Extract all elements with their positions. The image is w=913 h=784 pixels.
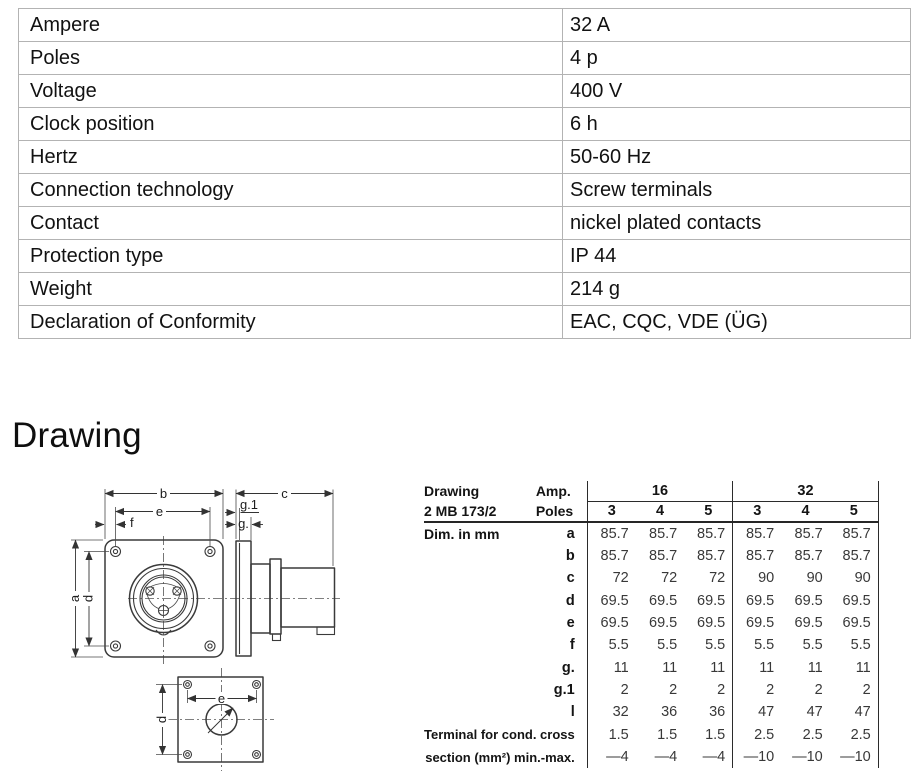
drawing-heading: Drawing: [12, 416, 142, 455]
terminal-label-line1: Terminal for cond. cross: [424, 727, 575, 743]
dims-pole-header: 3: [586, 501, 636, 523]
spec-value: EAC, CQC, VDE (ÜG): [562, 305, 911, 339]
spec-label: Ampere: [18, 8, 563, 42]
dims-poles-label: Poles: [535, 501, 588, 523]
dims-row-terminal-2: section (mm²) min.-max. —4 —4 —4 —10 —10…: [424, 745, 879, 769]
dims-row-a: Dim. in mm a 85.7 85.7 85.7 85.7 85.7 85…: [424, 522, 879, 546]
spec-value: 400 V: [562, 74, 911, 108]
spec-label: Protection type: [18, 239, 563, 273]
dim-label-g: g.: [238, 516, 249, 531]
dim-label-a: a: [67, 594, 82, 602]
dims-row-f: f 5.5 5.5 5.5 5.5 5.5 5.5: [424, 634, 879, 657]
dims-corner-line1: Drawing: [424, 483, 480, 500]
spec-label: Voltage: [18, 74, 563, 108]
front-view: [104, 539, 224, 658]
dim-label-e2: e: [218, 691, 225, 706]
dims-header-row-2: 2 MB 173/2 Poles 3 4 5 3 4 5: [424, 501, 879, 523]
dims-amp-label: Amp.: [535, 483, 571, 500]
dims-pole-header: 3: [732, 501, 782, 523]
bottom-view: [177, 676, 264, 763]
spec-value: 214 g: [562, 272, 911, 306]
spec-label: Weight: [18, 272, 563, 306]
side-view: [235, 540, 336, 657]
dims-row-g1: g.1 2 2 2 2 2 2: [424, 679, 879, 702]
dims-group-32: 32: [732, 481, 879, 502]
spec-value: 50-60 Hz: [562, 140, 911, 174]
spec-value: 4 p: [562, 41, 911, 75]
dim-label-f: f: [130, 515, 134, 530]
technical-drawing: b e f a d c g.1 g: [67, 486, 340, 771]
dims-pole-header: 5: [829, 501, 879, 523]
terminal-label-line2: section (mm²) min.-max.: [425, 749, 575, 765]
dims-header-row-1: Drawing Amp. 16 32: [424, 481, 879, 502]
dim-label-d2: d: [154, 716, 169, 723]
spec-value: IP 44: [562, 239, 911, 273]
dims-row-e: e 69.5 69.5 69.5 69.5 69.5 69.5: [424, 612, 879, 635]
spec-label: Poles: [18, 41, 563, 75]
spec-value: 32 A: [562, 8, 911, 42]
dims-pole-header: 4: [635, 501, 685, 523]
dimension-lines: b e f a d c g.1 g: [67, 486, 334, 755]
spec-label: Clock position: [18, 107, 563, 141]
spec-value: Screw terminals: [562, 173, 911, 207]
dimension-table: Drawing Amp. 16 32 2 MB 173/2 Poles 3 4 …: [424, 481, 879, 769]
spec-value: 6 h: [562, 107, 911, 141]
dims-pole-header: 4: [781, 501, 830, 523]
dim-label-g1: g.1: [240, 497, 258, 512]
spec-value: nickel plated contacts: [562, 206, 911, 240]
dims-unit-label: Dim. in mm: [424, 526, 500, 543]
dim-label-b: b: [160, 486, 167, 501]
dim-label-e: e: [156, 504, 163, 519]
spec-label: Hertz: [18, 140, 563, 174]
dims-pole-header: 5: [684, 501, 733, 523]
spec-label: Connection technology: [18, 173, 563, 207]
spec-label: Contact: [18, 206, 563, 240]
dims-row-terminal-1: Terminal for cond. cross 1.5 1.5 1.5 2.5…: [424, 723, 879, 746]
dim-label-c: c: [281, 486, 288, 501]
dims-row-g: g. 11 11 11 11 11 11: [424, 656, 879, 680]
dims-row-c: c 72 72 72 90 90 90: [424, 567, 879, 590]
spec-label: Declaration of Conformity: [18, 305, 563, 339]
center-lines: [128, 536, 340, 771]
dims-row-d: d 69.5 69.5 69.5 69.5 69.5 69.5: [424, 589, 879, 613]
dims-row-b: b 85.7 85.7 85.7 85.7 85.7 85.7: [424, 545, 879, 568]
dims-group-16: 16: [586, 481, 733, 502]
dims-row-l: l 32 36 36 47 47 47: [424, 701, 879, 724]
dims-corner-line2: 2 MB 173/2: [424, 501, 536, 523]
dim-label-d: d: [80, 595, 95, 602]
